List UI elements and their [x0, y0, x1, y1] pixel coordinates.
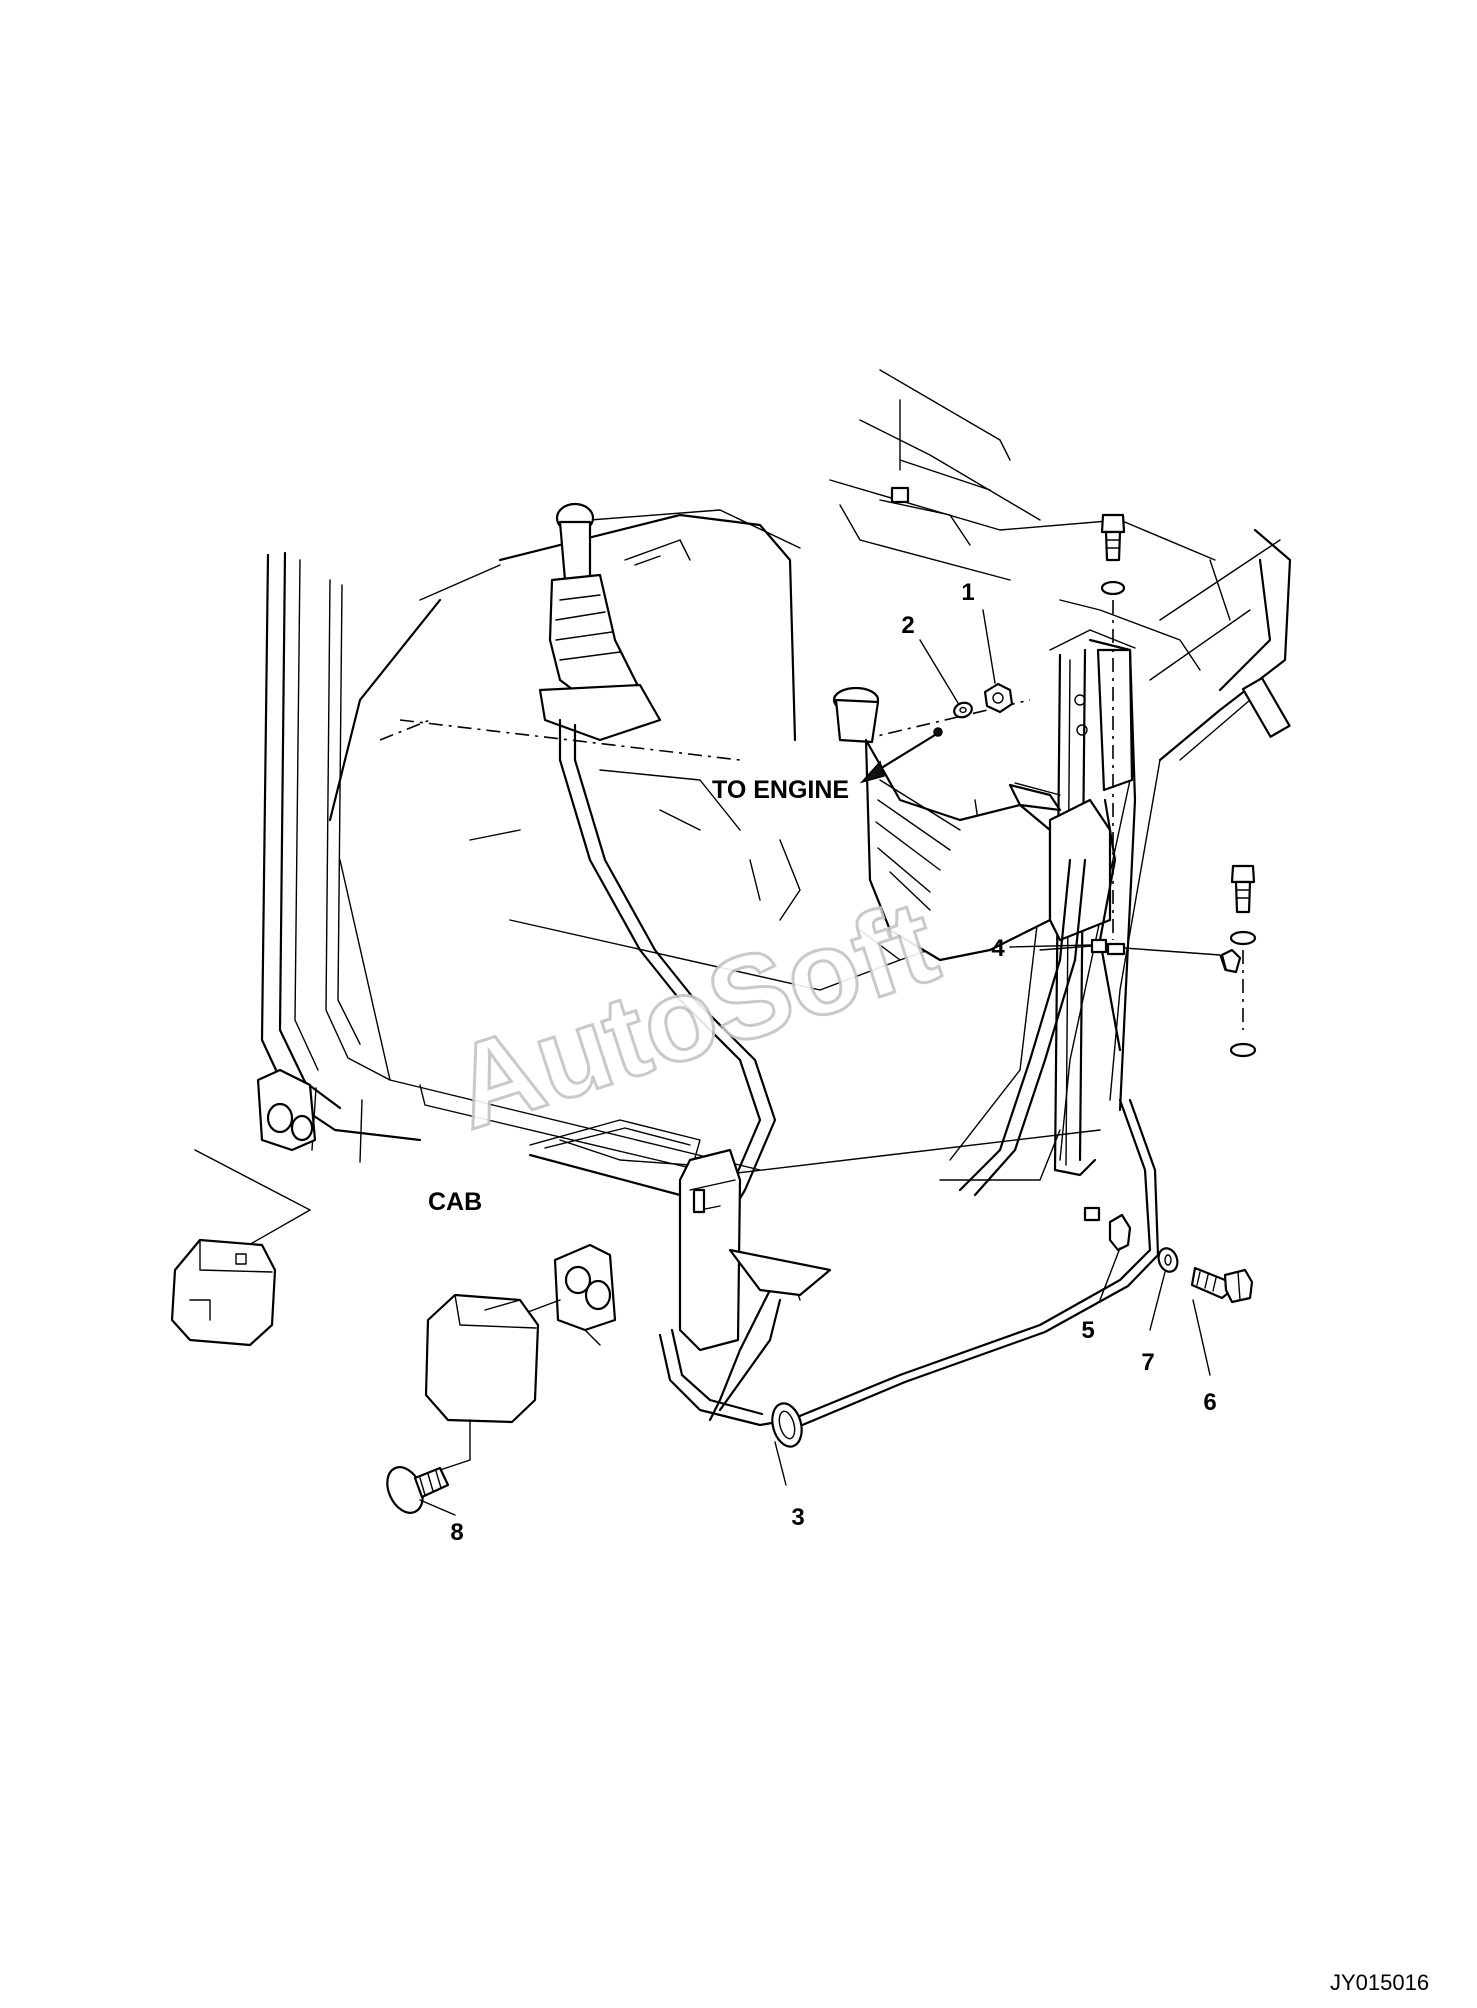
- part-7-washer: [1157, 1247, 1179, 1273]
- callout-5: 5: [1081, 1317, 1094, 1344]
- cab-floor: [379, 509, 1101, 1197]
- to-engine-label: TO ENGINE: [712, 776, 849, 804]
- callout-4: 4: [991, 935, 1005, 962]
- watermark: AutoSoft: [437, 875, 951, 1154]
- callout-8: 8: [450, 1519, 463, 1546]
- part-8-cover: [424, 1293, 540, 1471]
- part-8-screw: [386, 1466, 450, 1514]
- top-right-bolt: [1100, 513, 1126, 940]
- callout-2: 2: [901, 612, 914, 639]
- part-3-grommet: [771, 1402, 803, 1448]
- callout-7: 7: [1141, 1349, 1154, 1376]
- leader-lines: [419, 609, 1211, 1516]
- left-control-lever: [538, 502, 691, 952]
- callout-1: 1: [961, 579, 974, 606]
- center-hinge: [519, 1243, 617, 1346]
- part-1-nut: [983, 682, 1014, 714]
- center-pillar: [678, 1148, 832, 1422]
- part-4-clip: [1039, 938, 1226, 971]
- callout-3: 3: [791, 1504, 804, 1531]
- callout-6: 6: [1203, 1389, 1216, 1416]
- part-6-bolt: [1190, 1266, 1254, 1304]
- figure-id: JY015016: [1330, 1970, 1429, 1995]
- left-cover: [170, 1238, 277, 1347]
- right-frame: [829, 369, 1292, 1177]
- part-5-clamp: [1083, 1206, 1132, 1252]
- left-hinge: [194, 1068, 317, 1251]
- right-bolt-stack: [1220, 864, 1257, 1058]
- part-2-washer: [953, 701, 973, 719]
- cab-label: CAB: [428, 1188, 482, 1216]
